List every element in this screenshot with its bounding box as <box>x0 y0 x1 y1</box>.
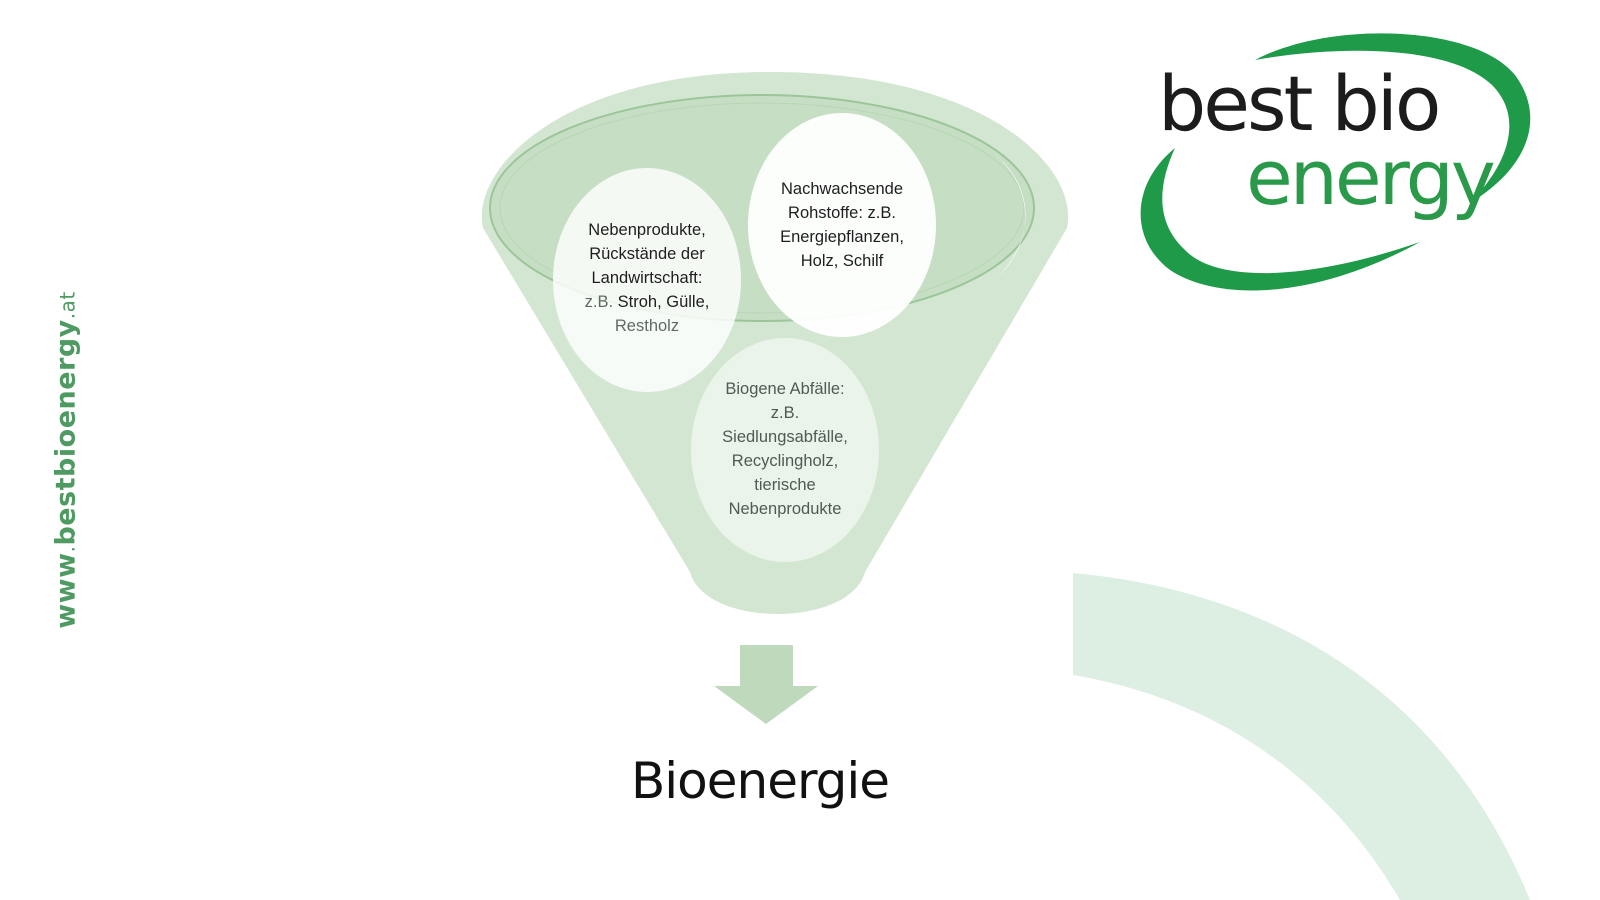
decorative-arc <box>1073 573 1530 900</box>
funnel-rim-highlight <box>990 150 1026 275</box>
input-nachwachsende-text: Nachwachsende Rohstoffe: z.B. Energiepfl… <box>780 180 904 270</box>
logo-swoosh-upper-icon <box>1255 33 1531 203</box>
logo-line1: best bio <box>1158 59 1441 148</box>
funnel-rim-inner <box>499 102 1025 314</box>
input-biogene-text: Biogene Abfälle: z.B. Siedlungsabfälle, … <box>722 380 848 518</box>
input-bubble-nebenprodukte <box>553 168 741 392</box>
input-bubble-nachwachsende <box>748 113 936 337</box>
logo: best bio energy <box>1158 59 1496 242</box>
input-nebenprodukte-text: Nebenprodukte, Rückstände der Landwirtsc… <box>584 221 710 335</box>
website-url: www.bestbioenergy.at <box>50 291 82 629</box>
logo-swoosh-icon <box>1140 148 1420 291</box>
down-arrow <box>714 645 818 724</box>
output-label-bioenergie: Bioenergie <box>630 752 890 810</box>
logo-line2: energy <box>1246 133 1496 222</box>
input-bubble-biogene <box>691 338 879 562</box>
